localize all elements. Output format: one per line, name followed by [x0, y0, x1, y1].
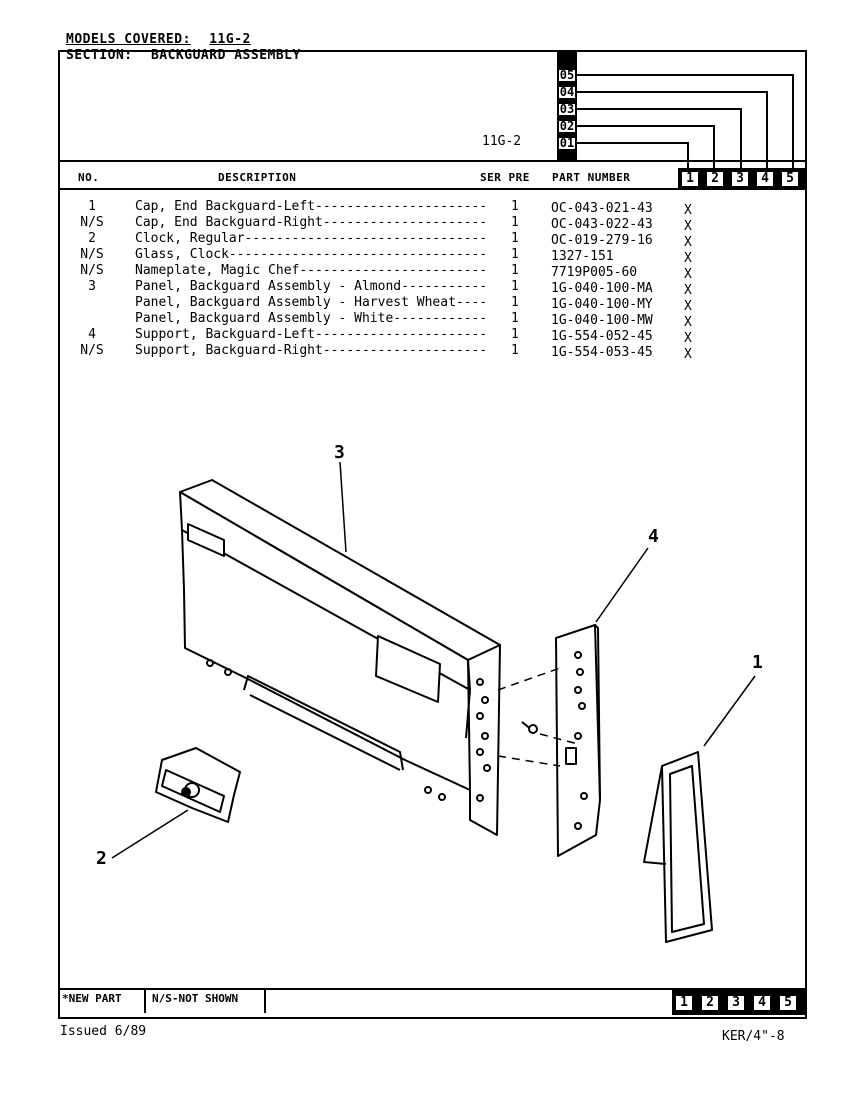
part-qty: 1	[511, 311, 519, 326]
support-bracket	[555, 624, 601, 857]
part-qty: 1	[511, 215, 519, 230]
col-number-3: 3	[730, 170, 750, 188]
part-no: N/S	[80, 343, 104, 358]
part-mark: X	[684, 235, 692, 250]
part-desc: Support, Backguard-Left-----------------…	[135, 327, 488, 342]
part-mark: X	[684, 267, 692, 282]
part-qty: 1	[511, 343, 519, 358]
part-qty: 1	[511, 231, 519, 246]
part-desc: Cap, End Backguard-Left-----------------…	[135, 199, 488, 214]
part-number: 1G-040-100-MA	[551, 281, 653, 296]
part-mark: X	[684, 219, 692, 234]
part-desc: Nameplate, Magic Chef-------------------…	[135, 263, 488, 278]
leader-4	[595, 547, 649, 623]
code-05: 05	[557, 68, 577, 83]
callout-4: 4	[648, 526, 659, 547]
callout-2: 2	[96, 848, 107, 869]
part-number: 1G-554-053-45	[551, 345, 653, 360]
part-no: 2	[88, 231, 96, 246]
leader-2	[111, 809, 189, 859]
part-qty: 1	[511, 295, 519, 310]
col-number-1: 1	[680, 170, 700, 188]
footer-number-3: 3	[726, 994, 746, 1012]
part-mark: X	[684, 203, 692, 218]
part-qty: 1	[511, 199, 519, 214]
not-shown-legend: N/S-NOT SHOWN	[152, 992, 239, 1005]
issued-date: Issued 6/89	[60, 1024, 147, 1039]
header-rule-top	[58, 160, 805, 162]
page-reference: KER/4"-8	[722, 1029, 785, 1044]
end-cap	[643, 751, 713, 943]
part-qty: 1	[511, 263, 519, 278]
part-desc: Panel, Backguard Assembly - Almond------…	[135, 279, 488, 294]
part-number: OC-019-279-16	[551, 233, 653, 248]
footer-divider-2	[264, 988, 266, 1013]
col-number-5: 5	[780, 170, 800, 188]
part-desc: Panel, Backguard Assembly - White-------…	[135, 311, 488, 326]
part-number: OC-043-021-43	[551, 201, 653, 216]
part-number: 1G-040-100-MW	[551, 313, 653, 328]
part-mark: X	[684, 283, 692, 298]
part-desc: Glass, Clock----------------------------…	[135, 247, 488, 262]
section-heading: SECTION: BACKGUARD ASSEMBLY	[66, 48, 301, 63]
col-number-2: 2	[705, 170, 725, 188]
part-mark: X	[684, 331, 692, 346]
part-desc: Clock, Regular--------------------------…	[135, 231, 488, 246]
code-03: 03	[557, 102, 577, 117]
col-part-number: PART NUMBER	[552, 171, 631, 184]
part-mark: X	[684, 251, 692, 266]
backguard-panel	[179, 479, 501, 836]
parts-sheet-frame	[58, 50, 807, 1019]
part-no: 4	[88, 327, 96, 342]
col-number-4: 4	[755, 170, 775, 188]
part-number: 1G-040-100-MY	[551, 297, 653, 312]
col-ser-pre: SER PRE	[480, 171, 530, 184]
part-no: 3	[88, 279, 96, 294]
part-number: 1327-151	[551, 249, 614, 264]
section-value: BACKGUARD ASSEMBLY	[150, 48, 301, 63]
code-02: 02	[557, 119, 577, 134]
footer-rule	[58, 988, 805, 990]
footer-number-1: 1	[674, 994, 694, 1012]
screw	[521, 721, 538, 734]
col-description: DESCRIPTION	[218, 171, 297, 184]
callout-1: 1	[752, 652, 763, 673]
part-no: N/S	[80, 263, 104, 278]
part-number: 1G-554-052-45	[551, 329, 653, 344]
part-mark: X	[684, 347, 692, 362]
part-desc: Cap, End Backguard-Right----------------…	[135, 215, 488, 230]
part-qty: 1	[511, 247, 519, 262]
part-mark: X	[684, 315, 692, 330]
part-desc: Support, Backguard-Right----------------…	[135, 343, 488, 358]
part-qty: 1	[511, 327, 519, 342]
part-no: N/S	[80, 247, 104, 262]
leader-3	[339, 461, 347, 553]
footer-number-4: 4	[752, 994, 772, 1012]
footer-number-2: 2	[700, 994, 720, 1012]
section-label: SECTION:	[66, 48, 133, 63]
clock	[155, 747, 241, 823]
footer-divider-1	[144, 988, 146, 1013]
models-covered: MODELS COVERED: 11G-2	[66, 32, 251, 47]
models-covered-value: 11G-2	[209, 32, 251, 47]
col-no: NO.	[78, 171, 100, 184]
models-covered-label: MODELS COVERED:	[66, 32, 191, 47]
footer-number-5: 5	[778, 994, 798, 1012]
part-desc: Panel, Backguard Assembly - Harvest Whea…	[135, 295, 488, 310]
code-04: 04	[557, 85, 577, 100]
part-number: 7719P005-60	[551, 265, 638, 280]
new-part-legend: *NEW PART	[62, 992, 122, 1005]
model-code: 11G-2	[482, 134, 522, 149]
part-qty: 1	[511, 279, 519, 294]
callout-3: 3	[334, 442, 345, 463]
part-no: N/S	[80, 215, 104, 230]
part-mark: X	[684, 299, 692, 314]
leader-1	[703, 675, 756, 747]
part-number: OC-043-022-43	[551, 217, 653, 232]
code-01: 01	[557, 136, 577, 151]
part-no: 1	[88, 199, 96, 214]
header-rule-bottom	[58, 188, 805, 190]
